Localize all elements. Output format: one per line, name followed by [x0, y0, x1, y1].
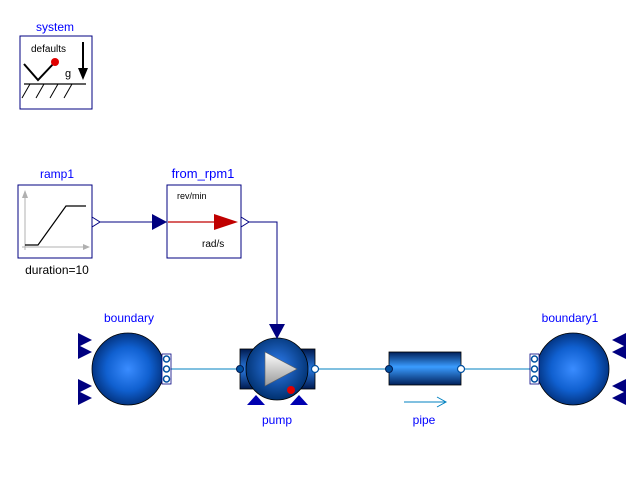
boundary1-label: boundary1 [542, 311, 599, 325]
pump-label: pump [262, 413, 292, 427]
boundary-fluid-port[interactable] [162, 355, 171, 363]
boundary1-input-port[interactable] [612, 379, 626, 393]
pipe-body-icon [388, 351, 462, 386]
pipe-block[interactable]: pipe [385, 351, 466, 427]
boundary1-fluid-port[interactable] [530, 375, 539, 383]
pump-foot-right-icon [290, 395, 308, 405]
boundary1-block[interactable]: boundary1 [529, 311, 626, 406]
ramp1-signal-icon [25, 205, 86, 246]
boundary1-fluid-port[interactable] [530, 365, 539, 373]
pipe-label: pipe [413, 413, 436, 427]
pump-block[interactable]: pump [236, 324, 320, 427]
boundary1-input-ports[interactable] [612, 333, 626, 405]
ramp1-output-port[interactable] [91, 216, 101, 228]
boundary-input-port[interactable] [78, 379, 92, 393]
boundary-fluid-port[interactable] [162, 375, 171, 383]
boundary-input-port[interactable] [78, 391, 92, 405]
pump-inlet-port[interactable] [236, 365, 244, 373]
system-red-dot-icon [51, 58, 59, 66]
system-ground-hatch-icon [21, 83, 73, 99]
boundary-fluid-ports[interactable] [162, 355, 171, 383]
from-rpm1-input-port[interactable] [152, 214, 167, 230]
boundary-fluid-port[interactable] [162, 365, 171, 373]
ramp1-block[interactable]: ramp1 duration=10 [17, 167, 101, 277]
boundary1-fluid-ports[interactable] [530, 355, 539, 383]
boundary-input-port[interactable] [78, 345, 92, 359]
boundary1-input-port[interactable] [612, 333, 626, 347]
boundary-label: boundary [104, 311, 154, 325]
gravity-arrow-head-icon [78, 68, 88, 80]
boundary1-fluid-port[interactable] [530, 355, 539, 363]
ramp1-y-axis-arrow-icon [22, 190, 28, 198]
pipe-inlet-port[interactable] [385, 365, 393, 373]
from-rpm1-input-unit: rev/min [177, 191, 207, 201]
system-defaults-label: defaults [31, 44, 66, 55]
pipe-outlet-port[interactable] [456, 364, 466, 374]
pump-outlet-port[interactable] [310, 364, 320, 374]
system-g-label: g [65, 68, 71, 80]
ramp1-label: ramp1 [40, 167, 74, 181]
from-rpm1-output-port[interactable] [240, 216, 250, 228]
from-rpm1-label: from_rpm1 [172, 166, 235, 181]
ramp1-parameter-label: duration=10 [25, 263, 89, 277]
boundary1-input-port[interactable] [612, 345, 626, 359]
system-block[interactable]: system defaults g [19, 20, 93, 110]
pipe-flow-arrow-head-icon [436, 396, 448, 408]
pump-speed-input-port[interactable] [269, 324, 285, 339]
boundary1-sink-icon [536, 332, 610, 406]
boundary-input-ports[interactable] [78, 333, 92, 405]
pump-impeller-icon [264, 351, 298, 387]
boundary1-input-port[interactable] [612, 391, 626, 405]
from-rpm1-output-unit: rad/s [202, 239, 224, 250]
boundary-input-port[interactable] [78, 333, 92, 347]
connection-from-rpm1-to-pump[interactable] [249, 221, 278, 325]
pump-foot-left-icon [247, 395, 265, 405]
from-rpm1-conversion-arrow-icon [214, 214, 238, 230]
system-label: system [36, 20, 74, 34]
from-rpm1-block[interactable]: from_rpm1 rev/min rad/s [152, 166, 250, 259]
boundary-block[interactable]: boundary [78, 311, 172, 406]
boundary-source-icon [91, 332, 165, 406]
pump-heat-port[interactable] [287, 386, 295, 394]
system-angle-icon [23, 61, 56, 82]
ramp1-x-axis-arrow-icon [83, 244, 90, 250]
